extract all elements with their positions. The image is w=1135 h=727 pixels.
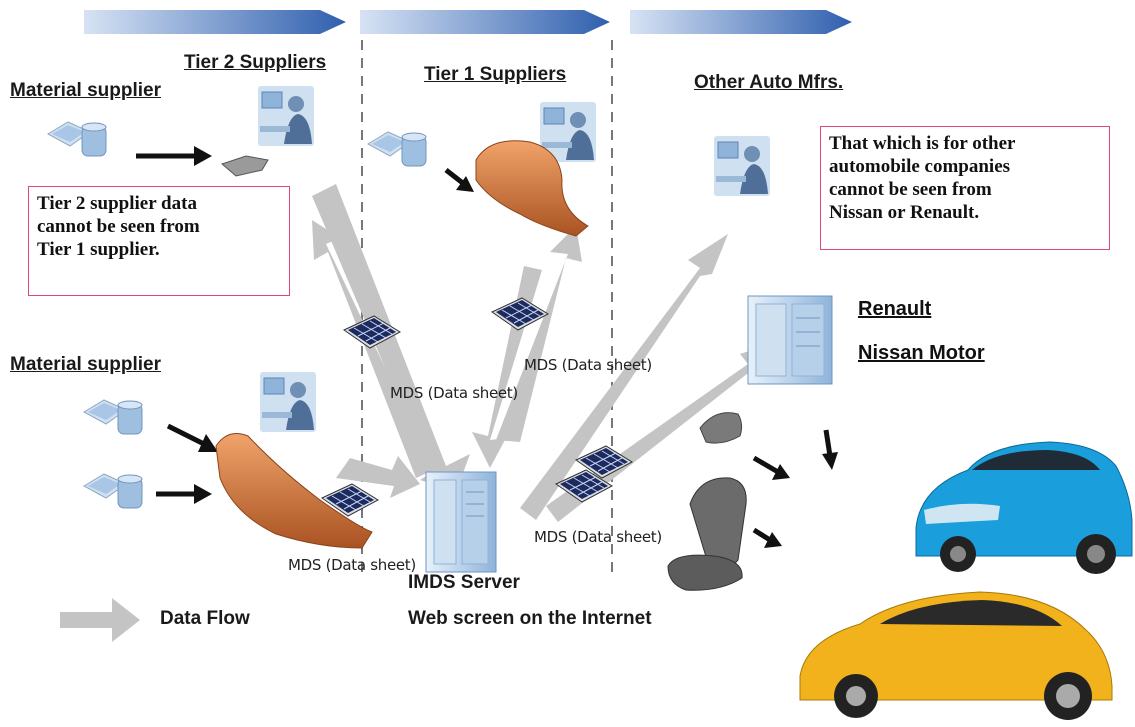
renault-car-image: [792, 584, 1135, 727]
tier2-visibility-note: Tier 2 supplier data cannot be seen from…: [28, 186, 290, 296]
renault-nissan-server-icon: [747, 295, 833, 385]
flow-arrow-to-tier2: [312, 220, 434, 478]
arrow-material-to-bumper-top: [166, 423, 206, 447]
renault-label: Renault: [858, 298, 932, 320]
arrow-seat-to-car: [752, 527, 772, 543]
legend-data-flow-label: Data Flow: [160, 608, 250, 629]
tier2-workstation-icon: [257, 85, 315, 147]
nissan-car-image: [904, 432, 1134, 580]
bottom-workstation-icon: [259, 371, 317, 433]
mechanical-part-icon: [699, 412, 743, 444]
material-supplier-icon-bottom-2: [83, 473, 143, 509]
banner-arrow-middle: [360, 10, 610, 34]
other-note-line: Nissan or Renault.: [829, 202, 980, 223]
nissan-motor-label: Nissan Motor: [858, 342, 985, 364]
flow-arrow-bumper-to-server: [336, 456, 420, 498]
data-sheet-icon-tier1: [491, 297, 549, 331]
legend-flow-arrow: [60, 598, 140, 642]
other-note-line: cannot be seen from: [829, 179, 992, 200]
other-mfrs-visibility-note: That which is for other automobile compa…: [820, 126, 1110, 250]
flow-arrow-to-other: [520, 234, 728, 520]
seat-icon: [667, 477, 747, 591]
other-auto-mfrs-label: Other Auto Mfrs.: [694, 72, 844, 93]
arrow-tier1-material-to-bumper: [444, 168, 466, 186]
arrow-part-to-car: [752, 455, 780, 475]
material-supplier-label-top: Material supplier: [10, 80, 161, 101]
imds-server-icon: [425, 471, 497, 573]
tier2-note-line: cannot be seen from: [37, 216, 200, 237]
small-part-icon: [221, 155, 269, 177]
other-note-line: That which is for other: [829, 133, 1016, 154]
other-mfr-workstation-icon: [713, 135, 771, 197]
arrow-down-nissan: [823, 429, 833, 457]
tier2-note-line: Tier 1 supplier.: [37, 239, 160, 260]
banner-arrow-left: [84, 10, 346, 34]
flow-arrow-tier2-down: [312, 184, 470, 492]
material-supplier-label-bottom: Material supplier: [10, 354, 161, 375]
mds-label-center: MDS (Data sheet): [390, 384, 518, 402]
tier2-note-line: Tier 2 supplier data: [37, 193, 197, 214]
material-supplier-icon-bottom-1: [83, 399, 143, 435]
flow-arrow-to-tier1: [496, 226, 582, 442]
web-screen-label: Web screen on the Internet: [408, 608, 652, 629]
imds-server-label: IMDS Server: [408, 572, 520, 593]
tier1-suppliers-label: Tier 1 Suppliers: [424, 64, 567, 85]
tier2-suppliers-label: Tier 2 Suppliers: [184, 52, 327, 73]
mds-label-bottom-left: MDS (Data sheet): [288, 556, 416, 574]
tier1-material-icon: [367, 131, 427, 167]
other-note-line: automobile companies: [829, 156, 1011, 177]
mds-label-tier1: MDS (Data sheet): [524, 356, 652, 374]
banner-arrow-right: [630, 10, 852, 34]
tier2-bumper-icon: [215, 433, 373, 549]
mds-label-right: MDS (Data sheet): [534, 528, 662, 546]
material-supplier-icon-top: [47, 121, 107, 157]
tier1-bumper-icon: [475, 140, 589, 237]
